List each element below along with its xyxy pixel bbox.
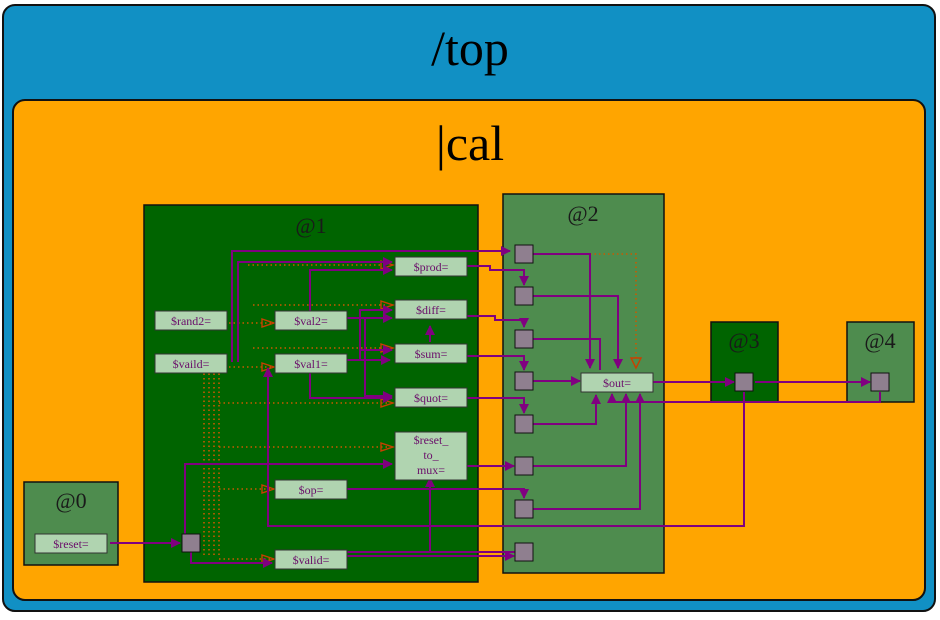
node-rand2-label: $rand2= [171, 314, 211, 328]
node-prod-label: $prod= [414, 260, 449, 274]
stage-2-label: @2 [567, 201, 598, 226]
flop-s2-val [514, 414, 534, 434]
node-reset-to-mux-line1: $reset_ [414, 433, 450, 447]
dotted-wires [203, 253, 637, 560]
node-val1-label: $val1= [294, 357, 328, 371]
top-scope-title: /top [431, 20, 509, 76]
node-sum-label: $sum= [415, 347, 448, 361]
node-out-label: $out= [603, 376, 631, 390]
flop-s2-diff [514, 286, 534, 306]
node-reset-to-mux[interactable]: $reset_ to_ mux= [394, 431, 468, 481]
node-op[interactable]: $op= [274, 479, 348, 500]
node-prod[interactable]: $prod= [394, 256, 468, 277]
node-reset-to-mux-line2: to_ [423, 448, 439, 462]
flop-reset [181, 533, 201, 553]
stage-0-label: @0 [55, 488, 86, 513]
node-val2-label: $val2= [294, 314, 328, 328]
node-sum[interactable]: $sum= [394, 343, 468, 364]
node-vaild[interactable]: $vaild= [154, 353, 228, 374]
node-valid-label: $valid= [293, 553, 330, 567]
node-op-label: $op= [299, 483, 324, 497]
node-reset-label: $reset= [53, 537, 89, 551]
node-rand2[interactable]: $rand2= [154, 310, 228, 331]
node-val2[interactable]: $val2= [274, 310, 348, 331]
cal-scope-title: |cal [436, 115, 504, 171]
stage-4-label: @4 [864, 328, 895, 353]
flop-s3-out [734, 372, 754, 392]
flop-s2-prod [514, 244, 534, 264]
flops [181, 244, 890, 562]
flop-s2-sum [514, 329, 534, 349]
node-diff[interactable]: $diff= [394, 299, 468, 320]
flop-s2-valid [514, 542, 534, 562]
node-quot[interactable]: $quot= [394, 387, 468, 408]
node-quot-label: $quot= [414, 391, 448, 405]
node-reset-to-mux-line3: mux= [417, 463, 445, 477]
stage-3-label: @3 [728, 328, 759, 353]
flop-s2-op [514, 499, 534, 519]
stage-1-label: @1 [295, 213, 326, 238]
node-val1[interactable]: $val1= [274, 353, 348, 374]
node-diff-label: $diff= [416, 303, 446, 317]
flop-s2-mux [514, 456, 534, 476]
node-valid[interactable]: $valid= [274, 549, 348, 570]
flop-s2-quot [514, 371, 534, 391]
signal-nodes: $reset= $rand2= $vaild= $val2= $val1= $p… [34, 256, 654, 570]
flop-s4-out [870, 372, 890, 392]
node-vaild-label: $vaild= [173, 357, 210, 371]
node-out[interactable]: $out= [580, 372, 654, 393]
node-reset[interactable]: $reset= [34, 533, 108, 554]
solid-wires [110, 246, 881, 568]
